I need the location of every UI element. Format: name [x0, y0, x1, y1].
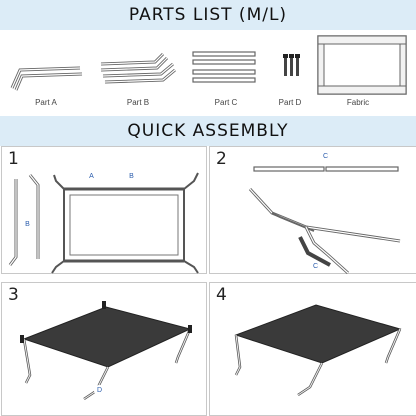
part-b-label: Part B — [126, 98, 150, 107]
part-a-illustration — [10, 66, 83, 91]
step-2-number: 2 — [216, 149, 227, 169]
part-a-label: Part A — [35, 98, 57, 107]
step-2-callout-c-top: C — [320, 151, 331, 162]
part-d-illustration — [283, 54, 300, 76]
step-3-number: 3 — [8, 285, 19, 305]
step-2-panel: 2 C C — [209, 146, 416, 275]
fabric-illustration — [317, 35, 407, 95]
step-1-number: 1 — [8, 149, 19, 169]
parts-list-heading: PARTS LIST (M/L) — [0, 0, 416, 30]
step-2-callout-c-bottom: C — [310, 261, 321, 272]
step-3-callout-d: D — [94, 385, 105, 396]
part-b-illustration — [100, 52, 176, 84]
step-2-illustration — [248, 166, 401, 275]
step-1-callout-b-top: B — [126, 171, 137, 182]
fabric-label: Fabric — [346, 98, 370, 107]
step-4-number: 4 — [216, 285, 227, 305]
step-1-panel: 1 A B B — [1, 146, 207, 274]
part-d-label: Part D — [278, 98, 302, 107]
step-1-callout-b-left: B — [22, 219, 33, 230]
part-c-label: Part C — [214, 98, 238, 107]
step-3-panel: 3 D — [1, 282, 207, 416]
part-c-illustration — [192, 51, 256, 83]
step-1-illustration — [8, 172, 199, 274]
step-1-callout-a: A — [86, 171, 97, 182]
step-4-illustration — [234, 304, 402, 397]
step-4-panel: 4 — [209, 282, 416, 416]
step-3-illustration — [20, 301, 192, 401]
quick-assembly-heading: QUICK ASSEMBLY — [0, 116, 416, 146]
